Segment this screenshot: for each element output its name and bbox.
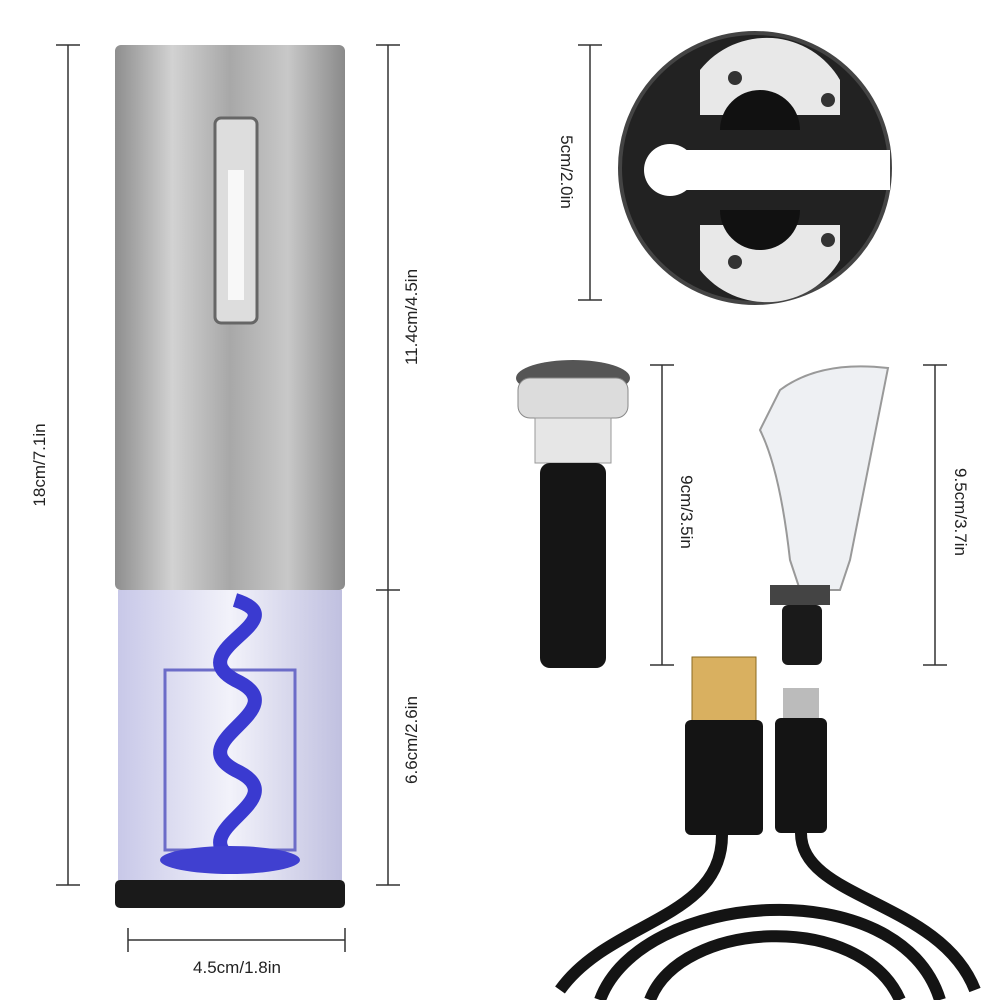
electric-wine-opener: [115, 45, 345, 908]
opener-height-label: 18cm/7.1in: [30, 423, 49, 507]
aerator-pourer: [758, 365, 890, 665]
dimension-lines: [56, 44, 947, 952]
foil-cutter-size-label: 5cm/2.0in: [557, 135, 576, 209]
usb-cable: [555, 656, 981, 1000]
aerator-size-label: 9.5cm/3.7in: [951, 468, 970, 556]
opener-upper-length-label: 11.4cm/4.5in: [402, 268, 421, 366]
vacuum-stopper: [516, 360, 630, 668]
opener-lower-length-label: 6.6cm/2.6in: [402, 696, 421, 784]
opener-width-label: 4.5cm/1.8in: [193, 958, 281, 977]
stopper-size-label: 9cm/3.5in: [677, 475, 696, 549]
foil-cutter: [618, 31, 892, 305]
